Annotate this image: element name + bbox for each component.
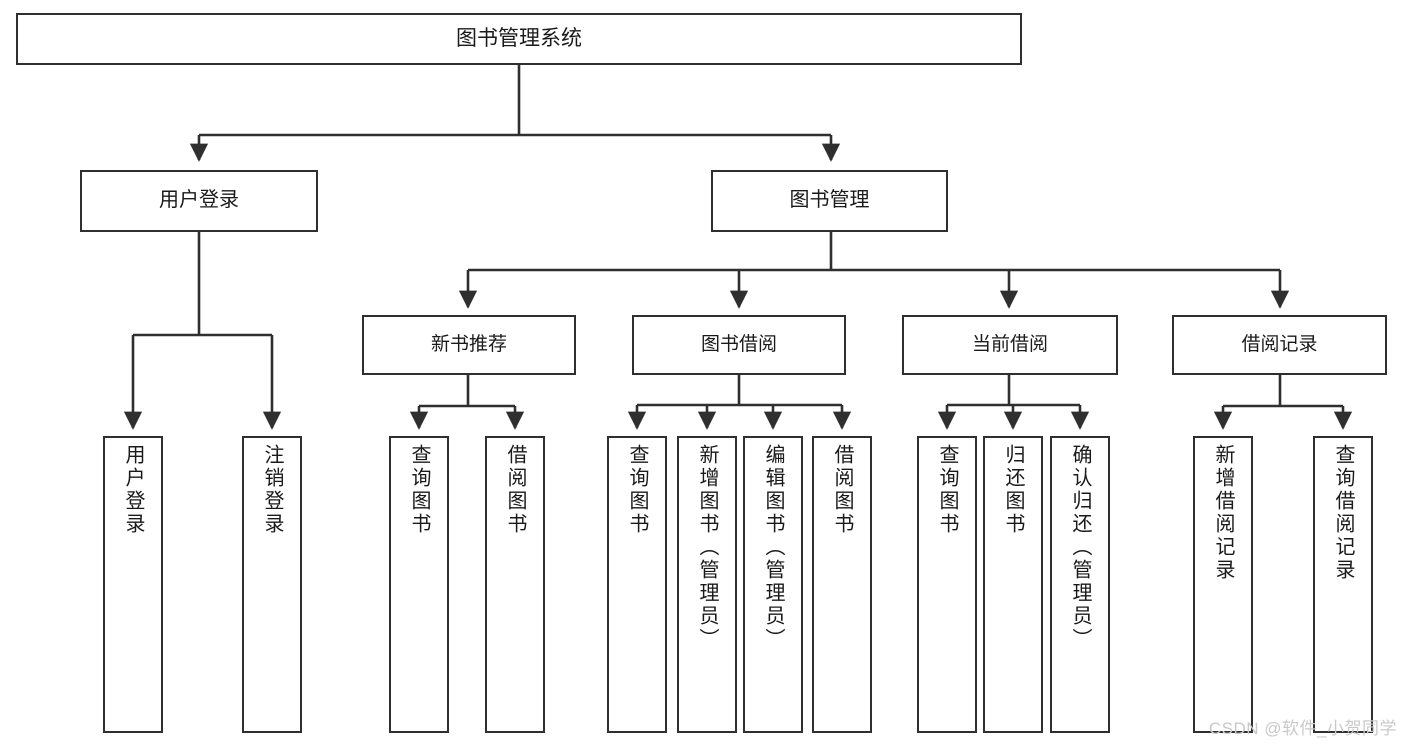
leaf-add-borrow-record[interactable]: 新增借阅记录 [1193, 436, 1253, 733]
node-label: 编辑图书（管理员） [762, 444, 784, 651]
node-label: 确认归还（管理员） [1069, 444, 1091, 651]
node-label: 查询借阅记录 [1332, 444, 1354, 582]
node-label: 用户登录 [159, 189, 239, 212]
node-label: 图书管理系统 [456, 26, 582, 50]
node-label: 用户登录 [122, 444, 144, 536]
node-new-book-recommend[interactable]: 新书推荐 [362, 315, 576, 375]
node-borrow-record[interactable]: 借阅记录 [1172, 315, 1387, 375]
leaf-add-book-admin[interactable]: 新增图书（管理员） [677, 436, 737, 733]
node-current-borrow[interactable]: 当前借阅 [902, 315, 1118, 375]
node-label: 新增借阅记录 [1212, 444, 1234, 582]
node-label: 图书借阅 [700, 333, 777, 355]
leaf-query-book-current[interactable]: 查询图书 [917, 436, 977, 733]
leaf-borrow-book[interactable]: 借阅图书 [812, 436, 872, 733]
leaf-confirm-return-admin[interactable]: 确认归还（管理员） [1050, 436, 1110, 733]
leaf-user-logout[interactable]: 注销登录 [242, 436, 302, 733]
node-label: 查询图书 [408, 444, 430, 536]
leaf-edit-book-admin[interactable]: 编辑图书（管理员） [743, 436, 803, 733]
node-label: 注销登录 [261, 444, 283, 536]
node-label: 查询图书 [936, 444, 958, 536]
leaf-user-login[interactable]: 用户登录 [103, 436, 163, 733]
node-book-borrow[interactable]: 图书借阅 [632, 315, 846, 375]
leaf-query-book-borrow[interactable]: 查询图书 [607, 436, 667, 733]
node-user-login[interactable]: 用户登录 [80, 170, 318, 232]
node-label: 借阅图书 [831, 444, 853, 536]
node-label: 查询图书 [626, 444, 648, 536]
node-label: 新书推荐 [430, 333, 507, 355]
node-label: 归还图书 [1002, 444, 1024, 536]
leaf-borrow-book-recommend[interactable]: 借阅图书 [485, 436, 545, 733]
node-label: 借阅图书 [504, 444, 526, 536]
watermark: CSDN @软件_小贺同学 [1208, 719, 1397, 738]
node-root-book-management-system[interactable]: 图书管理系统 [16, 13, 1022, 65]
node-book-management[interactable]: 图书管理 [711, 170, 948, 232]
leaf-return-book[interactable]: 归还图书 [983, 436, 1043, 733]
leaf-query-borrow-record[interactable]: 查询借阅记录 [1313, 436, 1373, 733]
node-label: 借阅记录 [1241, 333, 1318, 355]
node-label: 图书管理 [789, 189, 870, 212]
node-label: 当前借阅 [971, 333, 1048, 355]
leaf-query-book-recommend[interactable]: 查询图书 [389, 436, 449, 733]
node-label: 新增图书（管理员） [696, 444, 718, 651]
